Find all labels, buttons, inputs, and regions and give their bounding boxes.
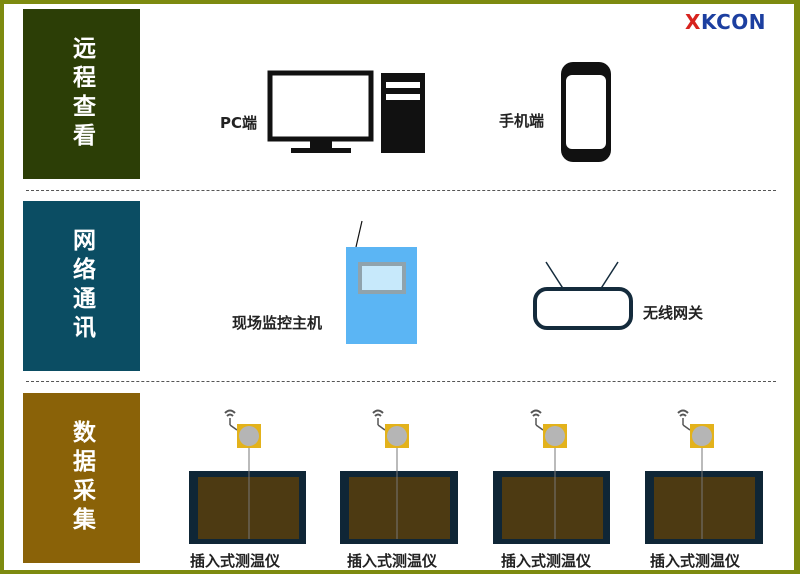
layer-network-text: 网络通讯 — [68, 228, 95, 344]
sensor-unit-2 — [339, 403, 459, 545]
sensor-label-2: 插入式测温仪 — [347, 552, 438, 570]
sensor-label-3: 插入式测温仪 — [501, 552, 592, 570]
sensor-unit-3 — [492, 403, 612, 545]
phone-label: 手机端 — [499, 112, 545, 130]
gateway-label: 无线网关 — [643, 304, 704, 322]
sensor-graphic — [189, 409, 306, 544]
layer-collection-text: 数据采集 — [68, 420, 95, 536]
sensor-label-4: 插入式测温仪 — [650, 552, 741, 570]
wireless-gateway-icon — [532, 259, 634, 331]
divider-bottom — [26, 381, 776, 382]
pc-computer-icon — [267, 70, 427, 155]
mobile-phone-icon — [560, 61, 612, 163]
layer-remote-label: 远程查看 — [23, 9, 140, 179]
sensor-unit-4 — [644, 403, 764, 545]
diagram-frame: XKCON 远程查看 网络通讯 数据采集 PC端 手机端 — [4, 4, 794, 570]
sensor-graphic — [340, 409, 458, 544]
divider-top — [26, 190, 776, 191]
sensor-label-1: 插入式测温仪 — [190, 552, 281, 570]
brand-logo: XKCON — [685, 10, 766, 34]
pc-label: PC端 — [220, 114, 258, 132]
layer-network-label: 网络通讯 — [23, 201, 140, 371]
sensor-graphic — [645, 409, 763, 544]
layer-collection-label: 数据采集 — [23, 393, 140, 563]
sensor-graphic — [493, 409, 610, 544]
layer-remote-text: 远程查看 — [68, 36, 95, 152]
sensor-unit-1 — [187, 403, 307, 545]
host-label: 现场监控主机 — [232, 314, 323, 332]
monitoring-host-icon — [346, 220, 418, 345]
